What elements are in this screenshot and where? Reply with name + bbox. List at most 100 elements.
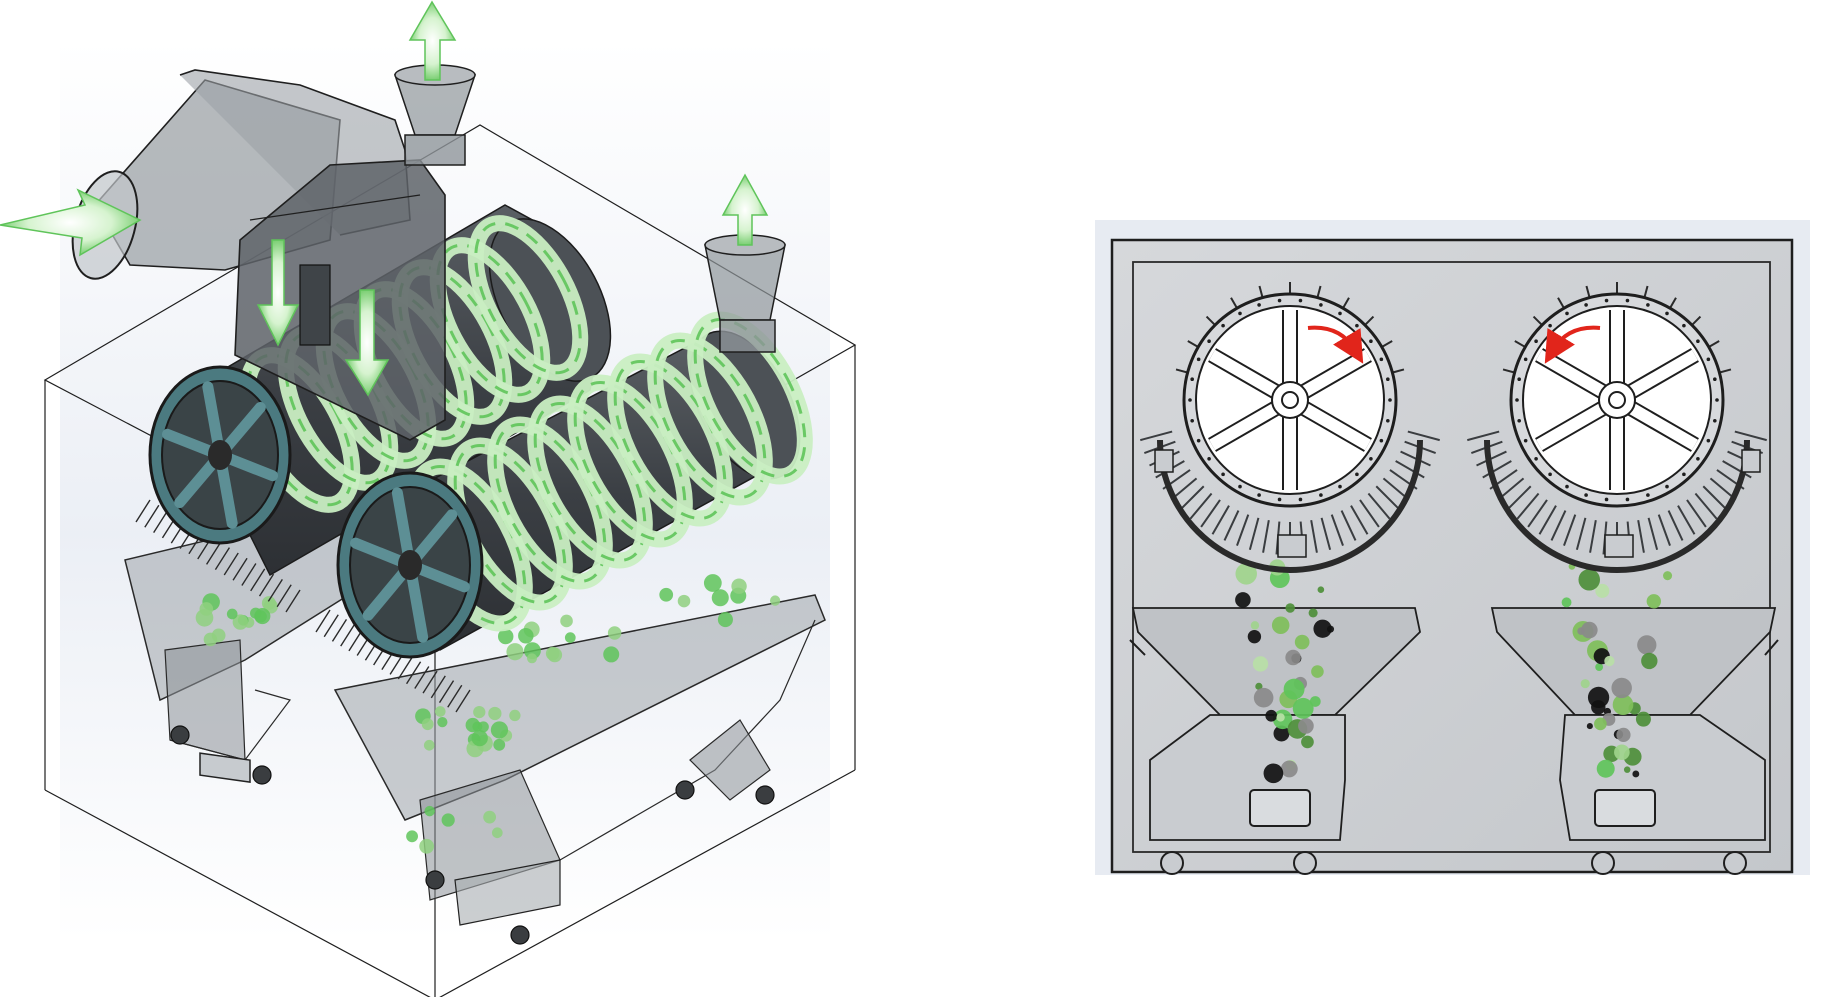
iso-casters — [170, 725, 775, 945]
leaf — [490, 721, 509, 739]
drum-bolt — [1706, 438, 1711, 443]
particle — [1247, 629, 1262, 644]
particle — [1271, 616, 1290, 634]
drum-bracket-bottom — [1277, 534, 1307, 558]
brush-bristle — [1527, 499, 1548, 528]
leaf — [465, 717, 480, 733]
brush-bristle — [1407, 430, 1440, 442]
brush-bristle — [144, 504, 160, 528]
drum-bolt — [1604, 298, 1609, 303]
brush-bristle — [438, 680, 455, 703]
brush-bristle — [1189, 492, 1213, 520]
leaf — [506, 643, 524, 661]
drum-bolt — [1190, 377, 1194, 382]
drum-bracket — [1741, 449, 1761, 473]
particle — [1301, 735, 1314, 749]
drum-bolt — [1713, 418, 1717, 423]
leaf — [564, 632, 576, 644]
brush-bristle — [241, 563, 257, 586]
leaf — [493, 738, 506, 751]
drum-bolt — [1196, 357, 1201, 362]
particle — [1641, 652, 1658, 670]
drum-bolt — [1338, 484, 1342, 489]
leaf — [211, 628, 226, 643]
drum-bolt — [1625, 497, 1630, 502]
brush-bristle — [1400, 450, 1431, 467]
drum-bolt — [1277, 497, 1282, 502]
brush-bristle — [1506, 485, 1532, 511]
particle — [1283, 678, 1305, 700]
particle — [1586, 723, 1593, 730]
particle — [1561, 597, 1572, 608]
brush-bristle — [1330, 514, 1344, 546]
leaf — [497, 628, 514, 645]
rear-drum-wheel — [148, 365, 292, 545]
brush-bristle — [1211, 505, 1230, 535]
particle — [1294, 634, 1310, 650]
particle — [1646, 594, 1662, 609]
hopper-leaves — [195, 574, 781, 854]
drum-bolt — [1379, 438, 1384, 443]
exhaust-arrow-2 — [721, 173, 769, 246]
brush-bristle — [1340, 510, 1357, 541]
brush-bristle — [1722, 460, 1752, 479]
brush-bristle — [1223, 510, 1240, 541]
particle — [1265, 709, 1278, 722]
brush-bristle — [455, 689, 471, 713]
brush-bristle — [1262, 519, 1270, 553]
air-duct — [71, 69, 446, 441]
drum-bolt — [1277, 298, 1282, 303]
particle — [1580, 679, 1590, 689]
brush-bristle — [223, 552, 239, 576]
brush-bristle — [340, 623, 356, 647]
particle — [1581, 621, 1598, 639]
drum-bolt — [1713, 377, 1717, 382]
brush-bristle — [1589, 519, 1597, 553]
brush-bristle — [1563, 514, 1577, 546]
particle — [1612, 694, 1634, 716]
brush-bristle — [205, 541, 222, 565]
leaf — [717, 612, 733, 628]
leaf — [677, 594, 691, 608]
leaf — [524, 642, 541, 660]
brush-bristle — [1350, 505, 1369, 535]
brush-bristle — [214, 547, 231, 571]
drum-bracket — [1154, 449, 1174, 473]
leaf — [659, 587, 674, 602]
particle — [1578, 568, 1601, 591]
leaf — [477, 721, 489, 733]
drum-bolt — [1355, 323, 1359, 328]
leaf — [437, 717, 448, 728]
leaf — [547, 647, 563, 663]
brush-bristle — [267, 579, 283, 602]
particle — [1663, 571, 1673, 581]
leaf — [491, 827, 503, 839]
drum-bolt — [1369, 456, 1373, 461]
leaf — [607, 626, 622, 640]
left-front-drum — [1140, 282, 1440, 573]
drum-bolt — [1565, 484, 1569, 489]
right-hopper — [333, 594, 826, 926]
brush-bristle — [1179, 485, 1205, 511]
drum-bolt — [1379, 357, 1384, 362]
drum-bolt — [1646, 303, 1650, 307]
drum-bolt — [1625, 298, 1630, 303]
drum-bolt — [1517, 377, 1521, 382]
brush-bristle — [422, 670, 438, 694]
particle — [1594, 717, 1607, 731]
inlet-arrow — [0, 188, 142, 257]
drum-bolt — [1604, 497, 1609, 502]
brush-bristle — [447, 684, 463, 708]
rotation-arrow-clockwise — [1307, 325, 1364, 364]
brush-bristle — [430, 675, 446, 699]
leaf — [423, 739, 435, 751]
brush-bristle — [1395, 460, 1425, 479]
drum-bolt — [1338, 311, 1342, 316]
drum-bolt — [1388, 398, 1392, 402]
particle — [1611, 677, 1632, 699]
drum-bolt — [1386, 377, 1390, 382]
particle — [1326, 625, 1335, 633]
front-view — [1095, 220, 1810, 875]
drum-bolt — [1584, 303, 1588, 307]
